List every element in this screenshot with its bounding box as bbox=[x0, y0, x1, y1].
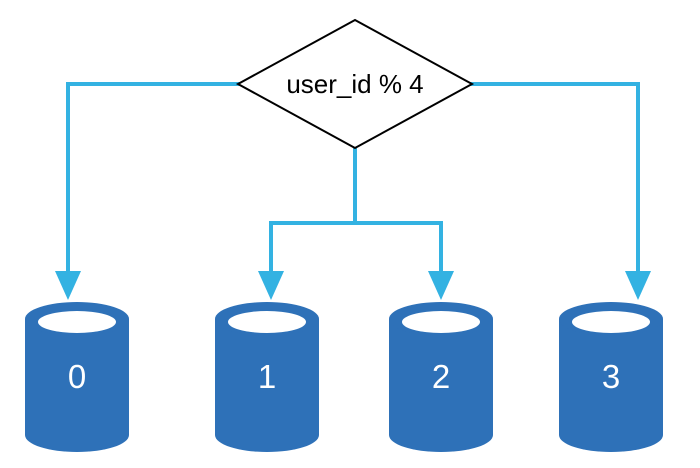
db-cylinder-1: 1 bbox=[215, 302, 319, 452]
cylinder-body bbox=[25, 319, 129, 452]
cylinder-body bbox=[389, 319, 493, 452]
db-cylinder-3: 3 bbox=[559, 302, 663, 452]
cylinder-body bbox=[215, 319, 319, 452]
arrowhead-shard-3 bbox=[625, 271, 651, 300]
arrowhead-shard-1 bbox=[258, 271, 284, 300]
shard-label-1: 1 bbox=[258, 358, 276, 395]
shard-label-0: 0 bbox=[68, 358, 86, 395]
arrowhead-shard-2 bbox=[428, 271, 454, 300]
db-cylinder-0: 0 bbox=[25, 302, 129, 452]
connector-branch-left bbox=[269, 221, 357, 275]
db-cylinder-2: 2 bbox=[389, 302, 493, 452]
connector-branch-right bbox=[353, 221, 443, 275]
arrowhead-shard-0 bbox=[55, 271, 81, 300]
connector-right bbox=[470, 82, 640, 275]
decision-diamond-shape bbox=[235, 18, 475, 150]
cylinder-body bbox=[559, 319, 663, 452]
shard-label-3: 3 bbox=[602, 358, 620, 395]
shard-label-2: 2 bbox=[432, 358, 450, 395]
cylinder-opening bbox=[228, 311, 306, 333]
connector-left bbox=[66, 82, 240, 275]
cylinder-opening bbox=[402, 311, 480, 333]
cylinder-opening bbox=[38, 311, 116, 333]
decision-node: user_id % 4 bbox=[235, 18, 475, 150]
cylinder-opening bbox=[572, 311, 650, 333]
decision-label: user_id % 4 bbox=[286, 69, 423, 99]
